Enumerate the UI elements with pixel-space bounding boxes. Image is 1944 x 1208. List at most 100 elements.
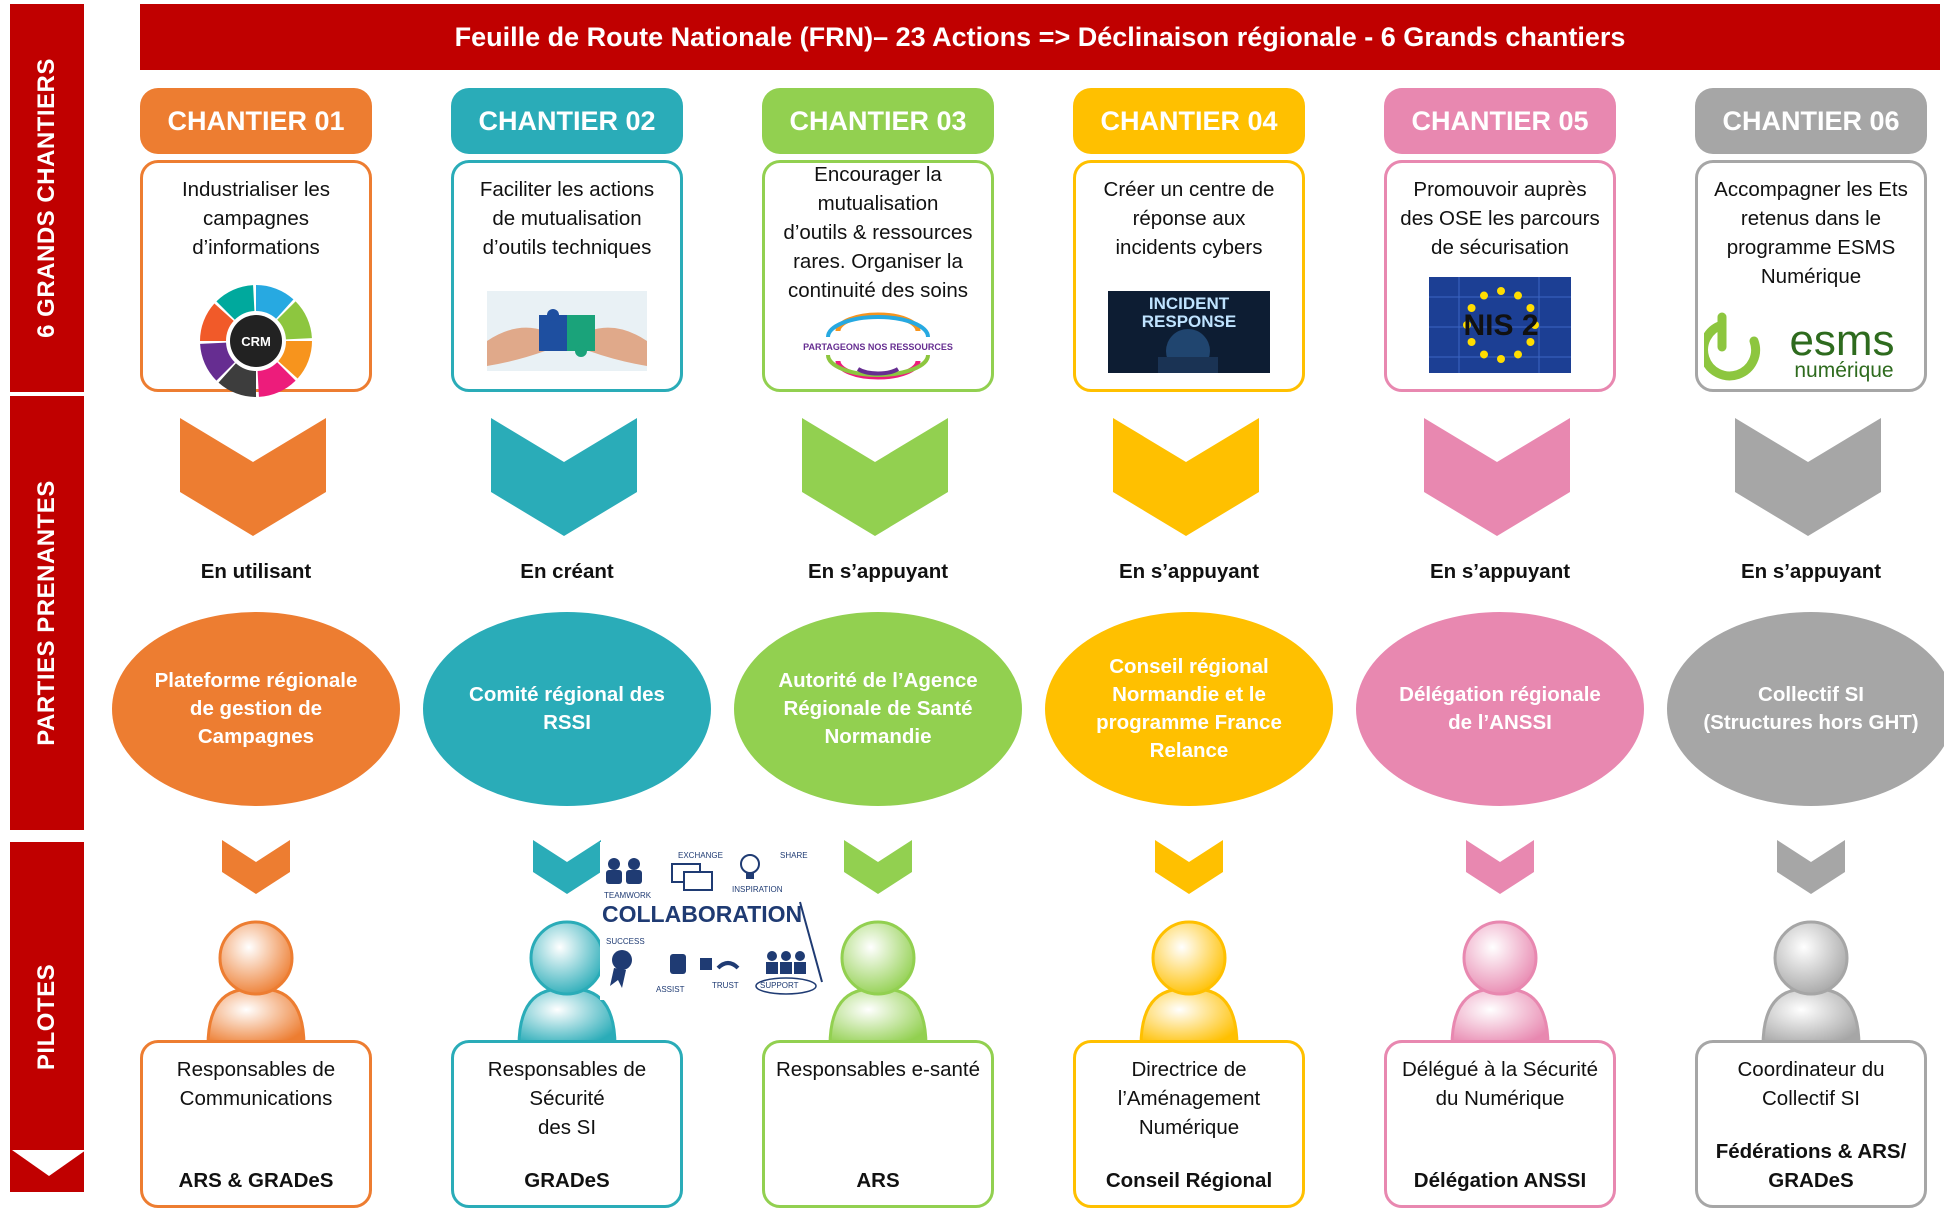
chantier-description-box-5: Promouvoir auprès des OSE les parcours d… xyxy=(1384,160,1616,392)
chantier-description-box-2: Faciliter les actions de mutualisation d… xyxy=(451,160,683,392)
small-chevron-down-icon xyxy=(1155,840,1223,894)
pilot-box-2: Responsables de Sécurité des SI GRADeS xyxy=(451,1040,683,1208)
stakeholder-ellipse-4: Conseil régional Normandie et le program… xyxy=(1045,612,1333,806)
chevron-down-icon xyxy=(180,418,326,536)
pilot-organization-6: Fédérations & ARS/ GRADeS xyxy=(1715,1140,1907,1192)
chantier-title-2: CHANTIER 02 xyxy=(451,88,683,154)
stakeholder-ellipse-2: Comité régional des RSSI xyxy=(423,612,711,806)
chevron-down-icon xyxy=(1735,418,1881,536)
person-icon xyxy=(1761,920,1861,1048)
chantier-description-5: Promouvoir auprès des OSE les parcours d… xyxy=(1400,178,1600,259)
pilot-organization-2: GRADeS xyxy=(524,1169,610,1192)
side-label-parties-prenantes: PARTIES PRENANTES xyxy=(33,480,60,746)
stakeholder-ellipse-6: Collectif SI (Structures hors GHT) xyxy=(1667,612,1944,806)
pilot-organization-3: ARS xyxy=(856,1169,900,1192)
chevron-down-icon xyxy=(1424,418,1570,536)
small-chevron-down-icon xyxy=(844,840,912,894)
chevron-down-icon xyxy=(491,418,637,536)
chantier-description-box-4: Créer un centre de réponse aux incidents… xyxy=(1073,160,1305,392)
incident-response-image: INCIDENT RESPONSE xyxy=(1108,291,1270,378)
collab-word-trust: TRUST xyxy=(712,981,739,990)
stakeholder-verb-4: En s’appuyant xyxy=(1118,560,1260,583)
pilot-organization-4: Conseil Régional xyxy=(1105,1169,1273,1192)
side-band-parties-prenantes: PARTIES PRENANTES xyxy=(10,396,84,830)
crm-label: CRM xyxy=(241,334,271,349)
chantier-title-3: CHANTIER 03 xyxy=(762,88,994,154)
pilot-role-6: Coordinateur du Collectif SI xyxy=(1737,1058,1885,1110)
pilot-organization-1: ARS & GRADeS xyxy=(178,1169,334,1192)
stakeholder-ellipse-1: Plateforme régionale de gestion de Campa… xyxy=(112,612,400,806)
partageons-label: PARTAGEONS NOS RESSOURCES xyxy=(803,342,953,352)
pilot-role-2: Responsables de Sécurité des SI xyxy=(487,1058,647,1139)
title-banner: Feuille de Route Nationale (FRN)– 23 Act… xyxy=(140,4,1940,70)
small-chevron-down-icon xyxy=(1777,840,1845,894)
chevron-down-icon xyxy=(802,418,948,536)
nis2-label: NIS 2 xyxy=(1463,309,1538,342)
person-icon xyxy=(206,920,306,1048)
stakeholder-ellipse-3: Autorité de l’Agence Régionale de Santé … xyxy=(734,612,1022,806)
stakeholder-verb-6: En s’appuyant xyxy=(1740,560,1882,583)
collab-word-assist: ASSIST xyxy=(656,985,685,994)
collab-word-inspiration: INSPIRATION xyxy=(732,885,783,894)
chantier-description-1: Industrialiser les campagnes d’informati… xyxy=(181,178,331,259)
chantier-column-2: CHANTIER 02 Faciliter les actions de mutu… xyxy=(423,0,711,1208)
small-chevron-down-icon xyxy=(533,840,601,894)
person-icon xyxy=(828,920,928,1048)
collaboration-illustration: TEAMWORK EXCHANGE INSPIRATION SHARE COLL… xyxy=(600,842,832,1000)
chantier-description-3: Encourager la mutualisation d’outils & r… xyxy=(783,163,973,302)
side-band-pilotes: PILOTES xyxy=(10,842,84,1192)
stakeholder-verb-1: En utilisant xyxy=(200,560,312,583)
small-chevron-down-icon xyxy=(222,840,290,894)
collab-word-support: SUPPORT xyxy=(760,981,799,990)
chantier-description-2: Faciliter les actions de mutualisation d… xyxy=(479,178,655,259)
collab-word-teamwork: TEAMWORK xyxy=(604,891,652,900)
pilot-organization-5: Délégation ANSSI xyxy=(1413,1169,1587,1192)
chantier-column-4: CHANTIER 04 Créer un centre de réponse au… xyxy=(1045,0,1333,1208)
chantier-title-5: CHANTIER 05 xyxy=(1384,88,1616,154)
collab-word-success: SUCCESS xyxy=(606,937,645,946)
person-icon xyxy=(517,920,617,1048)
incident-label-2: RESPONSE xyxy=(1142,312,1236,331)
chantier-column-5: CHANTIER 05 Promouvoir auprès des OSE les… xyxy=(1356,0,1644,1208)
numerique-label: numérique xyxy=(1794,359,1893,382)
side-band-chantiers: 6 GRANDS CHANTIERS xyxy=(10,4,84,392)
partageons-ressources-image: PARTAGEONS NOS RESSOURCES xyxy=(798,309,958,390)
chantier-title-6: CHANTIER 06 xyxy=(1695,88,1927,154)
chantier-column-3: CHANTIER 03 Encourager la mutualisation d… xyxy=(734,0,1022,1208)
stakeholder-verb-2: En créant xyxy=(520,560,614,583)
pilot-role-5: Délégué à la Sécurité du Numérique xyxy=(1401,1058,1598,1110)
chantier-description-box-6: Accompagner les Ets retenus dans le prog… xyxy=(1695,160,1927,392)
stakeholder-ellipse-5: Délégation régionale de l’ANSSI xyxy=(1356,612,1644,806)
chantier-column-6: CHANTIER 06 Accompagner les Ets retenus d… xyxy=(1667,0,1944,1208)
collab-title: COLLABORATION xyxy=(602,901,802,927)
incident-label-1: INCIDENT xyxy=(1149,294,1230,313)
stakeholder-verb-5: En s’appuyant xyxy=(1429,560,1571,583)
small-chevron-down-icon xyxy=(1466,840,1534,894)
person-icon xyxy=(1139,920,1239,1048)
side-label-chantiers: 6 GRANDS CHANTIERS xyxy=(33,58,60,338)
pilot-role-3: Responsables e-santé xyxy=(776,1058,980,1081)
chantier-title-4: CHANTIER 04 xyxy=(1073,88,1305,154)
stakeholder-verb-3: En s’appuyant xyxy=(807,560,949,583)
pilot-role-1: Responsables de Communications xyxy=(176,1058,336,1110)
puzzle-hands-image xyxy=(487,291,647,376)
side-label-pilotes: PILOTES xyxy=(33,963,60,1071)
collab-word-exchange: EXCHANGE xyxy=(678,851,723,860)
pilot-box-6: Coordinateur du Collectif SI Fédérations … xyxy=(1695,1040,1927,1208)
person-icon xyxy=(1450,920,1550,1048)
nis2-flag-image: NIS 2 xyxy=(1429,277,1571,378)
pilot-role-4: Directrice de l’Aménagement Numérique xyxy=(1117,1058,1261,1139)
down-arrow-icon xyxy=(12,1150,86,1176)
chantier-description-6: Accompagner les Ets retenus dans le prog… xyxy=(1714,178,1908,288)
crm-wheel-image: CRM xyxy=(196,281,316,406)
esms-label: esms xyxy=(1789,316,1894,365)
chantier-description-box-1: Industrialiser les campagnes d’informati… xyxy=(140,160,372,397)
esms-numerique-logo: esms numérique xyxy=(1699,307,1918,388)
collab-word-share: SHARE xyxy=(780,851,808,860)
chantier-description-4: Créer un centre de réponse aux incidents… xyxy=(1103,178,1275,259)
